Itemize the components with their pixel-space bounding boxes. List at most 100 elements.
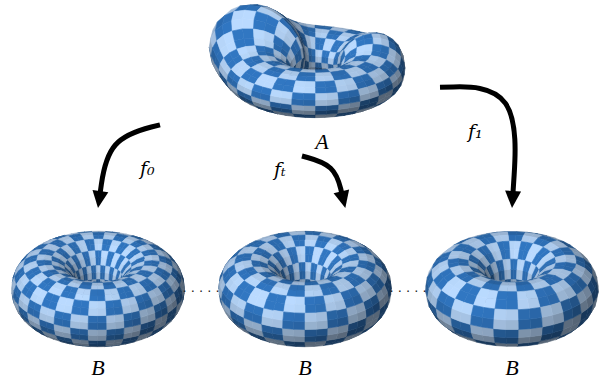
mesh-face xyxy=(348,89,360,97)
mesh-face xyxy=(304,87,315,93)
mesh-face xyxy=(83,289,91,295)
mesh-face xyxy=(303,100,315,106)
mesh-face xyxy=(326,87,338,94)
mesh-face xyxy=(297,286,305,291)
mesh-face xyxy=(97,323,106,330)
mesh-face xyxy=(254,38,264,46)
mesh-face xyxy=(97,315,106,322)
mesh-face xyxy=(315,304,326,313)
mesh-face xyxy=(97,290,104,295)
mesh-face xyxy=(305,290,314,297)
mesh-face xyxy=(63,305,72,314)
mesh-face xyxy=(295,297,305,305)
mesh-face xyxy=(305,321,316,329)
mesh-face xyxy=(325,81,336,87)
mesh-face xyxy=(79,322,88,329)
mesh-face xyxy=(97,301,105,308)
mesh-face xyxy=(97,308,106,315)
mesh-face xyxy=(122,305,131,314)
mesh-face xyxy=(303,105,315,110)
mesh-face xyxy=(97,329,106,335)
mesh-face xyxy=(88,335,97,340)
torus-mesh xyxy=(219,231,392,346)
mesh-face xyxy=(89,301,97,308)
mesh-face xyxy=(294,329,305,336)
mesh-face xyxy=(44,263,52,266)
mesh-face xyxy=(315,87,326,93)
mesh-face xyxy=(294,321,305,329)
mesh-face xyxy=(97,295,105,301)
mesh-face xyxy=(115,314,124,322)
mesh-face xyxy=(315,62,319,67)
mesh-face xyxy=(373,38,382,45)
mesh-face xyxy=(92,232,98,235)
mesh-face xyxy=(364,38,373,45)
mesh-face xyxy=(304,82,315,88)
mesh-face xyxy=(72,306,81,314)
mesh-face xyxy=(244,38,255,46)
mesh-face xyxy=(253,29,264,40)
mesh-face xyxy=(91,286,97,290)
mesh-face xyxy=(305,336,316,342)
mesh-face xyxy=(294,81,305,87)
mesh-face xyxy=(302,271,305,279)
mesh-face xyxy=(315,73,324,77)
mesh-face xyxy=(326,310,337,320)
mesh-face xyxy=(79,315,88,323)
mesh-face xyxy=(89,308,98,315)
mesh-face xyxy=(318,56,322,62)
mesh-face xyxy=(97,283,103,286)
mesh-face xyxy=(97,286,103,290)
mesh-face xyxy=(82,294,90,301)
mesh-face xyxy=(303,110,315,114)
mesh-face xyxy=(106,308,115,316)
mesh-face xyxy=(312,56,315,62)
mesh-face xyxy=(261,87,272,95)
mesh-face xyxy=(314,296,325,305)
mesh-face xyxy=(296,290,305,297)
mesh-face xyxy=(71,314,80,322)
mesh-face xyxy=(272,310,283,320)
mesh-face xyxy=(285,296,296,305)
mesh-face xyxy=(144,263,152,266)
mesh-face xyxy=(73,300,82,308)
mesh-face xyxy=(364,44,373,51)
mesh-face xyxy=(97,340,106,344)
mesh-face xyxy=(305,271,308,279)
mesh-face xyxy=(315,77,325,82)
mesh-face xyxy=(305,297,315,305)
mesh-face xyxy=(271,89,283,97)
mesh-face xyxy=(306,73,315,77)
mesh-face xyxy=(293,87,305,94)
mesh-face xyxy=(242,19,254,29)
mesh-face xyxy=(105,301,114,308)
mesh-face xyxy=(114,307,123,315)
mesh-face xyxy=(287,290,297,297)
mesh-face xyxy=(104,289,112,295)
mesh-face xyxy=(113,300,122,308)
mesh-face xyxy=(283,320,294,329)
mesh-face xyxy=(97,335,106,340)
mesh-face xyxy=(106,329,115,336)
mesh-face xyxy=(305,329,316,336)
mesh-face xyxy=(281,91,293,99)
mesh-face xyxy=(315,105,327,110)
mesh-face xyxy=(316,320,327,329)
mesh-face xyxy=(89,340,98,344)
duck-mesh xyxy=(209,5,405,118)
mesh-face xyxy=(88,315,97,322)
mesh-face xyxy=(292,93,304,100)
mesh-face xyxy=(106,315,115,323)
mesh-face xyxy=(315,100,327,106)
mesh-face xyxy=(313,290,323,297)
mesh-face xyxy=(337,91,349,99)
mesh-face xyxy=(104,295,112,302)
mesh-face xyxy=(81,301,90,309)
mesh-face xyxy=(90,295,98,302)
mesh-face xyxy=(312,62,315,67)
mesh-face xyxy=(79,329,88,336)
mesh-face xyxy=(88,329,97,335)
mesh-face xyxy=(315,93,327,99)
